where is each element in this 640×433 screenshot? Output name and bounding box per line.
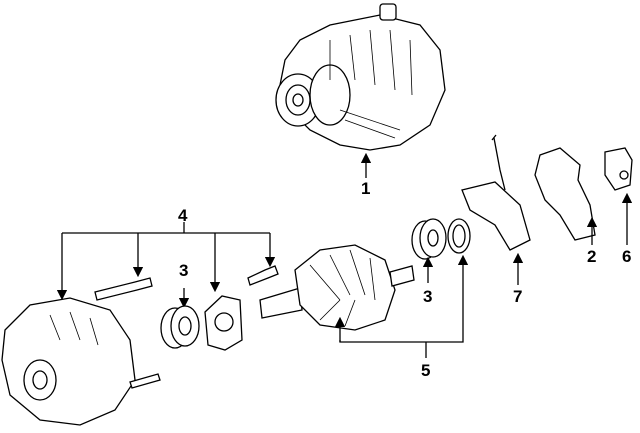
bolt: [247, 265, 279, 286]
callout-3-front: 3: [179, 261, 189, 280]
callout-3-rear: 3: [423, 287, 433, 306]
callout-5: 5: [421, 361, 431, 380]
callout-7: 7: [513, 287, 523, 306]
terminal-insulator: [604, 147, 633, 191]
callout-6: 6: [622, 247, 632, 266]
alternator-assembly: [275, 3, 446, 151]
bearing-rear: [411, 218, 447, 260]
gasket: [204, 295, 243, 351]
stud-bolt: [94, 277, 153, 301]
callout-2: 2: [587, 247, 597, 266]
cover-ring: [447, 218, 471, 254]
rectifier: [461, 134, 531, 251]
callout-4: 4: [178, 206, 188, 225]
callout-1: 1: [361, 179, 371, 198]
rotor: [259, 244, 415, 331]
bearing-front: [160, 305, 200, 349]
rear-housing: [1, 297, 161, 426]
brush-holder: [534, 147, 596, 241]
